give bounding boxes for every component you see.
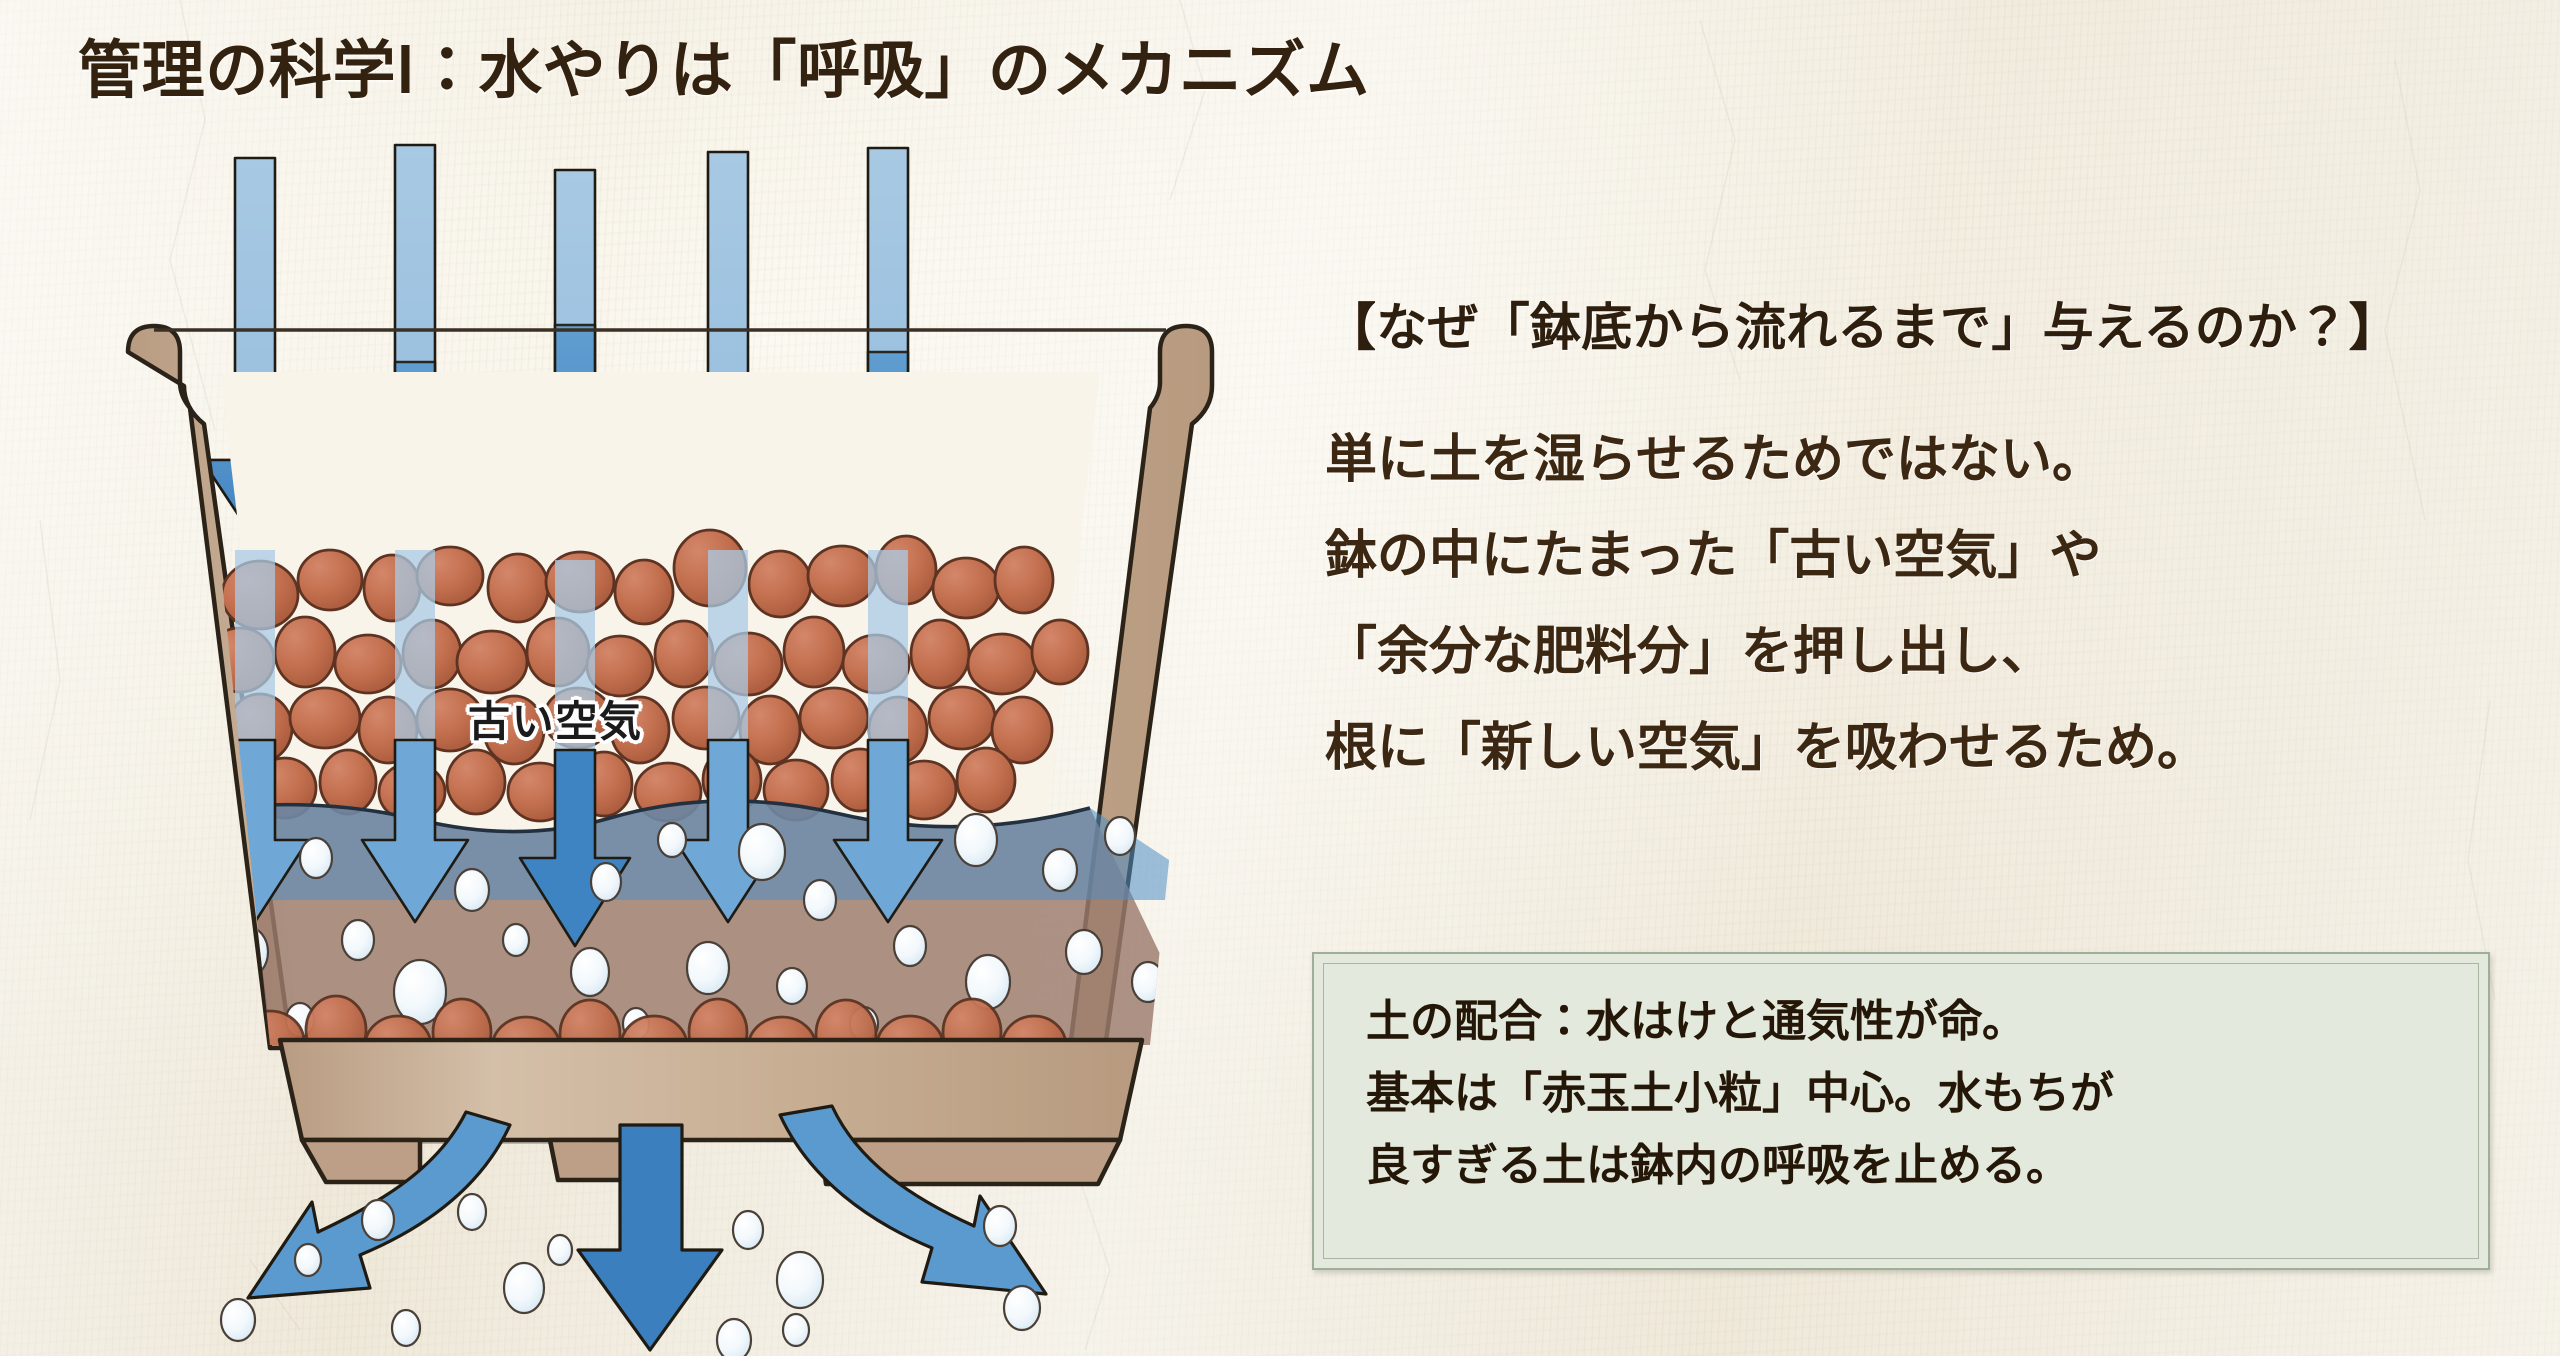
air-bubble bbox=[892, 924, 928, 968]
air-bubble bbox=[1064, 928, 1104, 976]
air-bubble bbox=[1103, 815, 1137, 857]
outflow-arrow-right bbox=[778, 1104, 1048, 1296]
page-title: 管理の科学Ⅰ：水やりは「呼吸」のメカニズム bbox=[78, 36, 1370, 106]
water-droplet bbox=[781, 1312, 811, 1348]
air-bubble bbox=[775, 966, 809, 1006]
note-line: 土の配合：水はけと通気性が命。 bbox=[1366, 997, 2026, 1046]
water-droplet-group bbox=[219, 1192, 1042, 1356]
water-droplet bbox=[731, 1209, 765, 1251]
outflow-arrow-center bbox=[576, 1123, 724, 1352]
air-bubble bbox=[569, 946, 611, 998]
right-text-column: 【なぜ「鉢底から流れるまで」与えるのか？】 単に土を湿らせるためではない。 鉢の… bbox=[1325, 299, 2540, 818]
old-air-label: 古い空気 bbox=[468, 698, 643, 745]
explanation-line: 鉢の中にたまった「古い空気」や bbox=[1325, 527, 2102, 586]
explanation-line: 根に「新しい空気」を吸わせるため。 bbox=[1325, 719, 2210, 778]
explanation-line: 単に土を湿らせるためではない。 bbox=[1325, 431, 2104, 490]
water-droplet bbox=[715, 1317, 753, 1356]
pot-contents bbox=[198, 528, 1222, 1045]
air-bubble bbox=[1130, 960, 1166, 1004]
explanation-line: 「余分な肥料分」を押し出し、 bbox=[1325, 623, 2054, 682]
water-droplet bbox=[982, 1204, 1018, 1248]
air-bubble bbox=[199, 814, 241, 866]
air-bubble bbox=[1041, 847, 1079, 893]
air-bubble bbox=[737, 822, 787, 882]
water-droplet bbox=[502, 1261, 546, 1315]
explanation-body: 単に土を湿らせるためではない。 鉢の中にたまった「古い空気」や 「余分な肥料分」… bbox=[1325, 434, 2540, 774]
water-droplet bbox=[546, 1233, 574, 1267]
soil-mix-note-box: 土の配合：水はけと通気性が命。 基本は「赤玉土小粒」中心。水もちが 良すぎる土は… bbox=[1312, 952, 2490, 1270]
water-droplet bbox=[390, 1308, 422, 1348]
air-bubble bbox=[953, 812, 999, 868]
air-bubble bbox=[298, 836, 334, 880]
air-bubble bbox=[589, 861, 623, 903]
air-bubble bbox=[453, 867, 491, 913]
pot-diagram-svg bbox=[125, 143, 1222, 1356]
soil-granules-lower bbox=[234, 994, 1068, 1045]
midflow-arrow-5 bbox=[832, 738, 944, 924]
pot-base bbox=[277, 1037, 1145, 1187]
air-bubble bbox=[802, 878, 838, 922]
midflow-arrow-2 bbox=[360, 738, 470, 924]
water-droplet bbox=[1002, 1284, 1042, 1332]
soil-granules-upper bbox=[204, 528, 1090, 823]
water-droplet bbox=[775, 1250, 825, 1310]
soil-mix-note-inner: 土の配合：水はけと通気性が命。 基本は「赤玉土小粒」中心。水もちが 良すぎる土は… bbox=[1323, 963, 2479, 1259]
water-droplet bbox=[456, 1192, 488, 1232]
air-bubble bbox=[340, 918, 376, 962]
note-line: 良すぎる土は鉢内の呼吸を止める。 bbox=[1366, 1141, 2070, 1190]
water-surface-line bbox=[198, 799, 1091, 834]
air-bubble bbox=[656, 821, 688, 859]
air-bubble bbox=[501, 922, 531, 958]
water-droplet bbox=[360, 1198, 396, 1242]
water-droplet bbox=[293, 1242, 323, 1278]
air-bubble bbox=[685, 940, 731, 996]
watering-pot-diagram: 古い空気 bbox=[120, 140, 1300, 1356]
note-line: 基本は「赤玉土小粒」中心。水もちが bbox=[1366, 1069, 2114, 1118]
question-heading: 【なぜ「鉢底から流れるまで」与えるのか？】 bbox=[1325, 299, 2400, 356]
water-droplet bbox=[219, 1297, 257, 1343]
